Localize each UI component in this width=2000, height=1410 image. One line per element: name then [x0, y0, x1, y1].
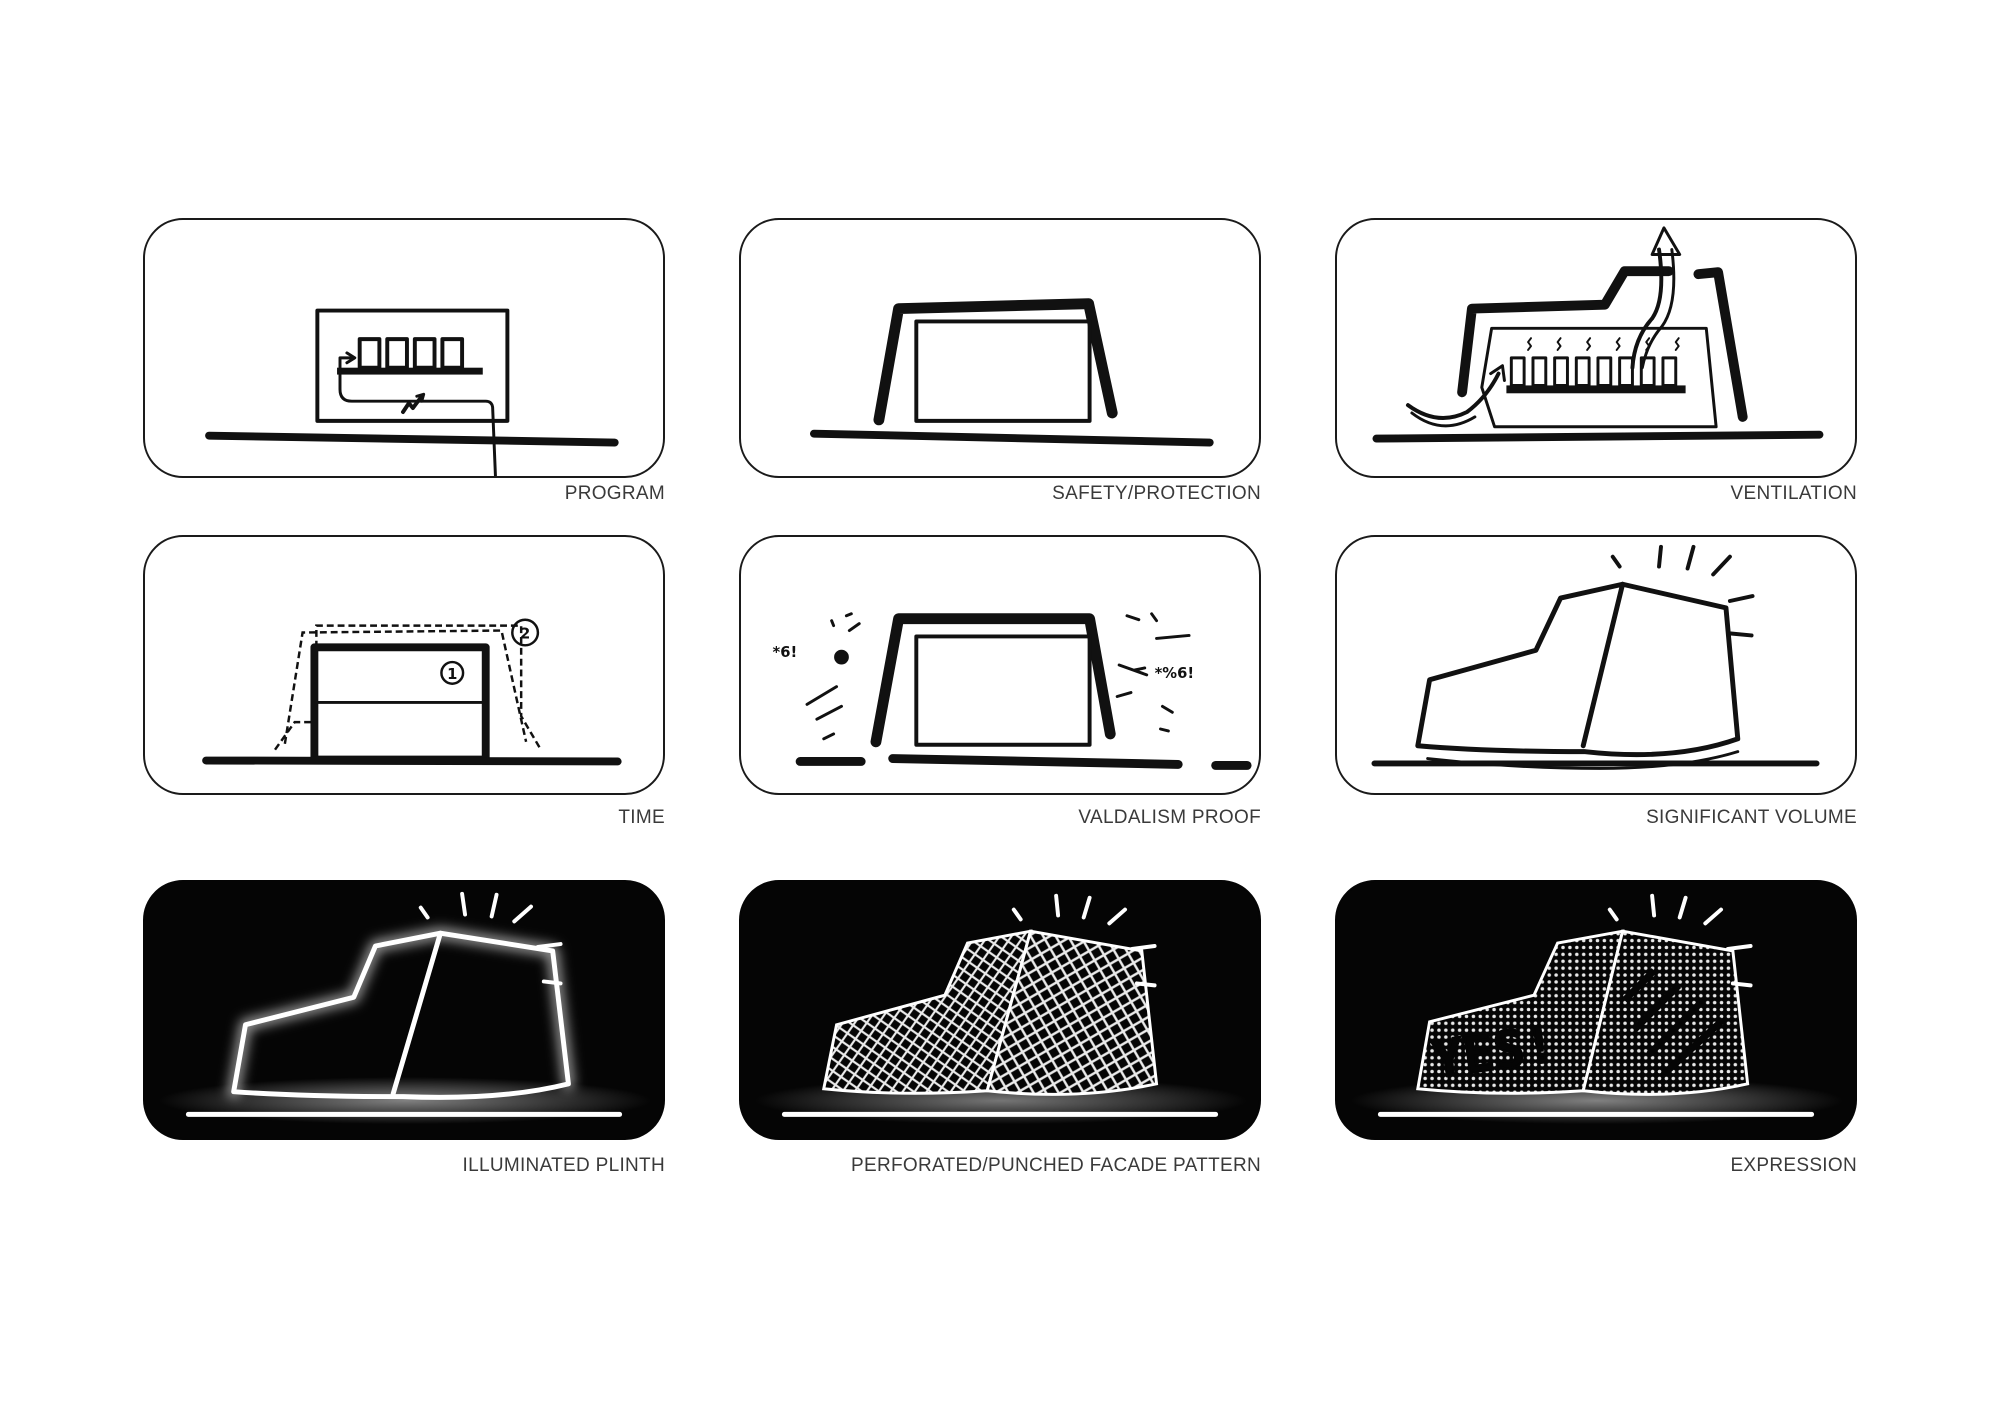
caption-safety: SAFETY/PROTECTION: [1052, 483, 1261, 504]
panel-plinth: [143, 880, 665, 1140]
panel-expression: YES!: [1335, 880, 1857, 1140]
caption-program: PROGRAM: [564, 483, 665, 504]
panel-vandalism: *6! *%6!: [739, 535, 1261, 795]
caption-time: TIME: [618, 807, 665, 828]
time-step-2-label: 2: [520, 625, 530, 642]
time-step-1-label: 1: [447, 666, 457, 683]
caption-plinth: ILLUMINATED PLINTH: [462, 1155, 665, 1176]
caption-expression: EXPRESSION: [1730, 1155, 1857, 1176]
perforated-facade-sketch-icon: [754, 893, 1248, 1125]
safety-sketch-icon: [809, 298, 1214, 447]
caption-vandalism: VALDALISM PROOF: [1078, 807, 1261, 828]
vandalism-scribble-left: *6!: [773, 644, 798, 661]
caption-facade: PERFORATED/PUNCHED FACADE PATTERN: [851, 1155, 1261, 1176]
vandalism-scribble-right: *%6!: [1155, 665, 1194, 682]
panel-volume: [1335, 535, 1857, 795]
panel-program: [143, 218, 665, 478]
panel-ventilation: [1335, 218, 1857, 478]
caption-ventilation: VENTILATION: [1730, 483, 1857, 504]
caption-volume: SIGNIFICANT VOLUME: [1646, 807, 1857, 828]
program-sketch-icon: [205, 308, 619, 476]
expression-sketch-icon: YES!: [1350, 893, 1844, 1125]
time-sketch-icon: 1 2: [202, 618, 622, 766]
panel-time: 1 2: [143, 535, 665, 795]
panel-facade: [739, 880, 1261, 1140]
vandalism-sketch-icon: *6! *%6!: [773, 612, 1252, 770]
volume-sketch-icon: [1371, 544, 1820, 770]
illuminated-plinth-sketch-icon: [158, 891, 652, 1125]
panel-safety: [739, 218, 1261, 478]
ventilation-sketch-icon: [1372, 226, 1824, 443]
